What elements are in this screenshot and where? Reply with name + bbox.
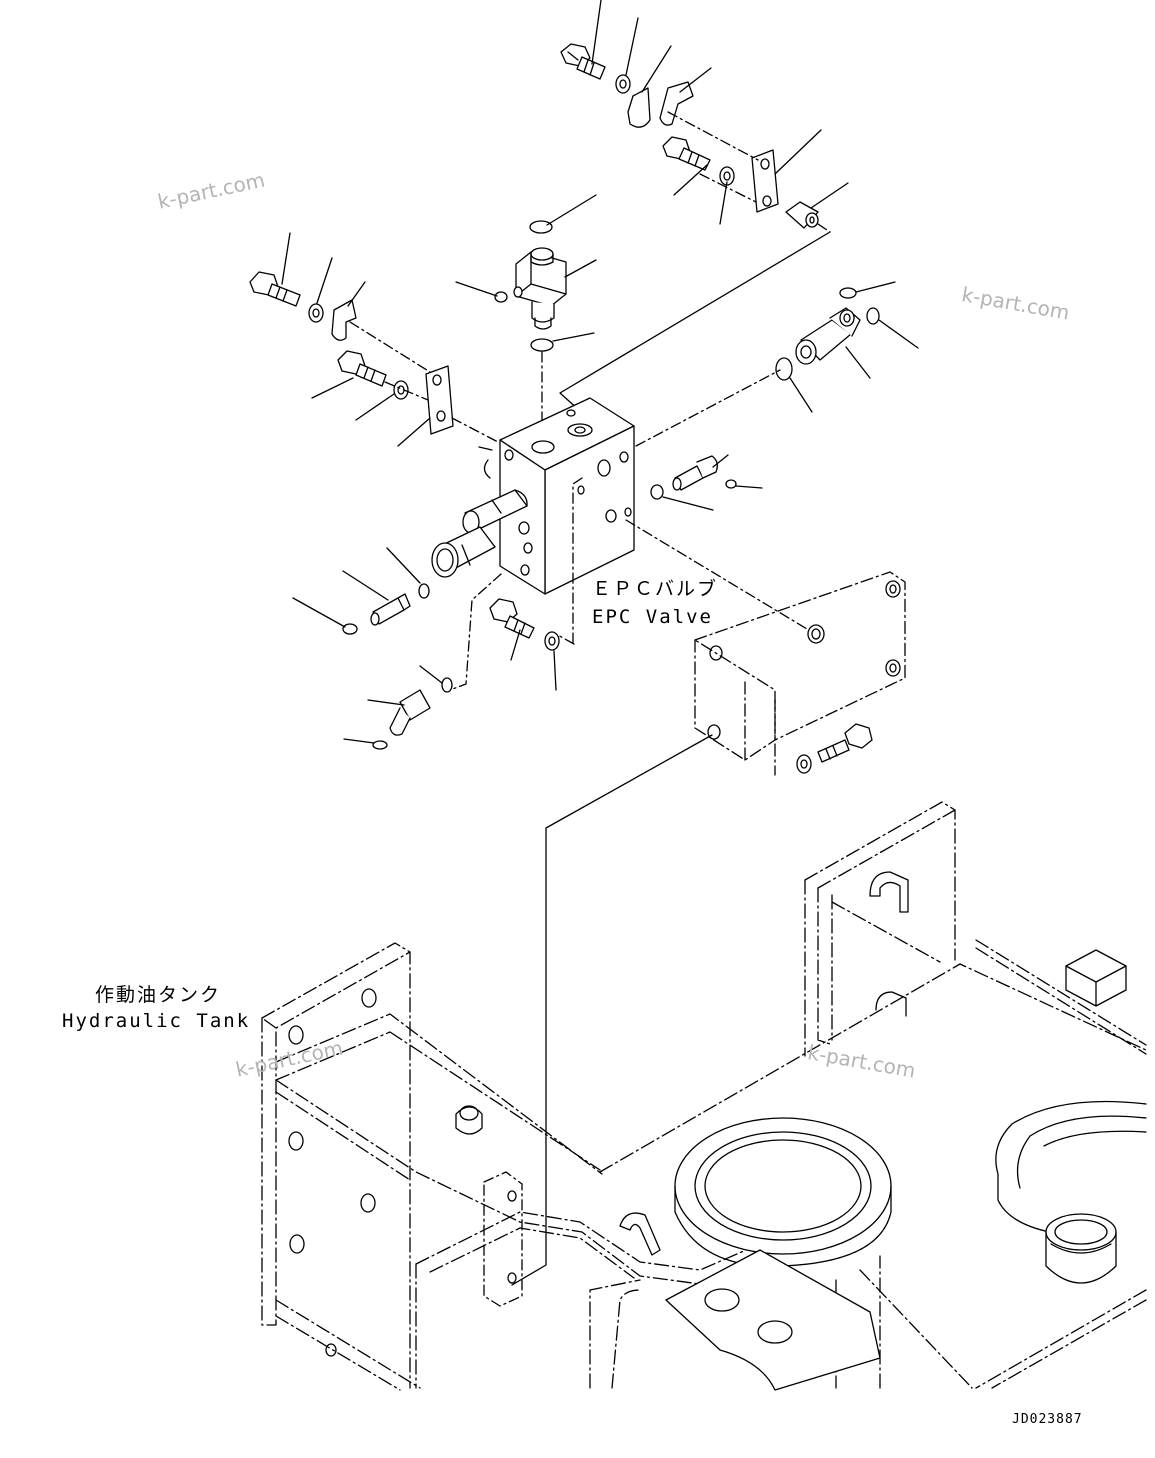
oring-right-small [839, 287, 857, 299]
tank-clamp-holes [507, 1190, 517, 1284]
left-fitting-leaders [292, 547, 443, 744]
cap-left-bottom [372, 740, 388, 750]
top-washer-1 [615, 74, 631, 94]
oring-left-lower [342, 623, 358, 635]
epc-valve-label-jp: ＥＰＣバルブ [592, 578, 719, 600]
bracket-bolt [817, 723, 873, 763]
tank-suction-port [995, 1100, 1147, 1235]
pressure-sensor-right [795, 307, 861, 365]
oring-left-bottom [441, 677, 453, 693]
left-bolt-upper [249, 271, 301, 307]
oring-elbow-1 [725, 479, 737, 489]
left-bracket-plate [425, 365, 454, 435]
tank-boss [455, 1105, 483, 1135]
left-washer-upper [308, 303, 324, 323]
oring-side-1 [494, 291, 508, 303]
tank-bottom-block [665, 1249, 881, 1391]
valve-mount-leaders [510, 629, 557, 691]
left-washer-lower [393, 380, 409, 400]
hydraulic-tank-label-en: Hydraulic Tank [62, 1010, 251, 1032]
epc-valve-body [478, 397, 635, 595]
solenoid-upper [462, 489, 528, 534]
elbow-fitting-right [672, 455, 718, 491]
top-bolt-2 [662, 136, 711, 171]
oring-elbow-2 [650, 484, 664, 500]
left-bolt-lower [337, 350, 387, 387]
angled-fitting-left [389, 689, 431, 736]
pressure-switch-1 [513, 247, 567, 330]
solenoid-lower [431, 526, 496, 578]
hydraulic-tank [261, 801, 1147, 1391]
tank-hook-3 [875, 991, 907, 1017]
top-clip-2 [659, 81, 694, 126]
top-bracket-plate [751, 149, 779, 213]
oring-top-1 [529, 220, 553, 234]
drawing-code: JD023887 [1012, 1412, 1083, 1427]
left-leaders [281, 232, 431, 447]
switch-leaders [455, 194, 597, 342]
valve-mount-washer [544, 631, 560, 651]
straight-fitting-left [370, 593, 411, 626]
oring-right-1 [866, 307, 880, 325]
mounting-bracket-holes [707, 580, 901, 740]
left-clip [331, 299, 357, 341]
tank-hook-2 [869, 871, 909, 913]
tank-filler-port [674, 1117, 892, 1267]
top-guide-line [559, 231, 831, 421]
tank-small-pin [325, 1343, 337, 1357]
mounting-bracket [694, 571, 906, 776]
epc-valve-label-en: EPC Valve [592, 606, 713, 628]
tank-mount-holes [288, 988, 377, 1254]
tank-clamp-plate [483, 1171, 523, 1307]
tank-sensor-box [1065, 949, 1127, 1007]
tank-guide-line [511, 734, 713, 1286]
sensor-axis [635, 369, 781, 447]
hydraulic-tank-label-jp: 作動油タンク [95, 984, 222, 1006]
bracket-washer [796, 754, 812, 774]
tank-cap [1045, 1213, 1117, 1284]
oring-right-2 [775, 357, 793, 381]
valve-mount-bolt [489, 598, 535, 639]
oring-bottom-1 [530, 338, 554, 352]
sensor-leaders [789, 281, 919, 413]
top-clip-1 [627, 87, 651, 128]
epc-guide-lines [449, 477, 813, 691]
left-assembly-lines [349, 321, 499, 443]
top-leaders [591, 0, 849, 225]
oring-left-upper [418, 583, 430, 599]
top-bolt-upper-left [560, 43, 606, 80]
top-spacer [785, 201, 819, 229]
top-assembly-lines [667, 111, 831, 233]
tank-hook-1 [619, 1212, 661, 1256]
elbow-leaders [662, 454, 763, 511]
